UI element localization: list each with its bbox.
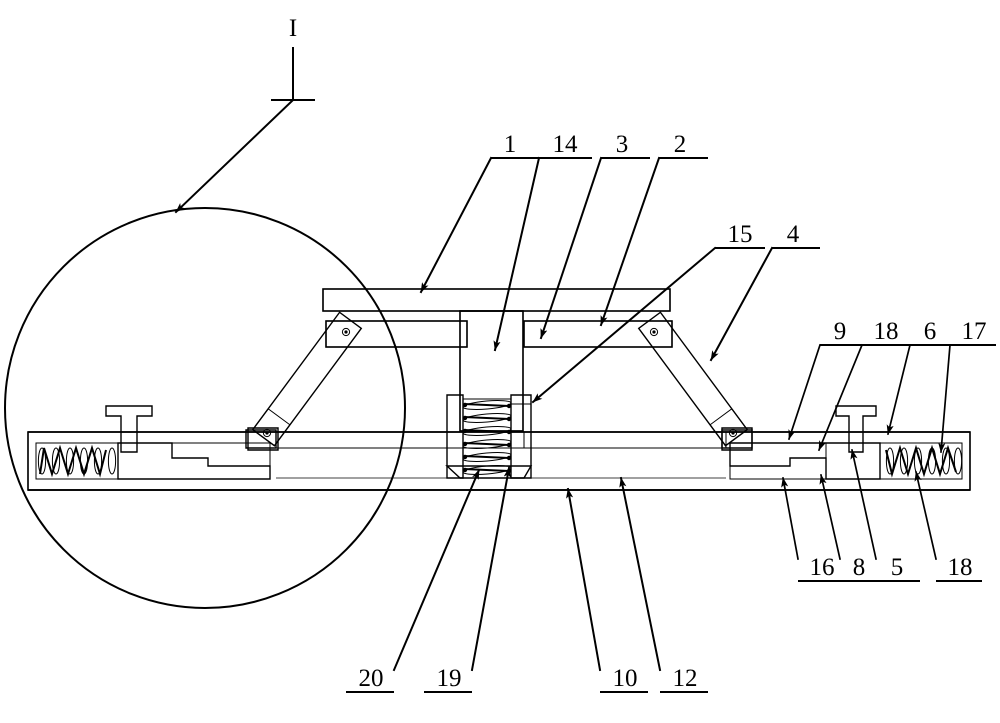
leader-19[interactable] bbox=[470, 466, 511, 672]
leader-1[interactable] bbox=[419, 156, 493, 294]
left-spring-18 bbox=[37, 444, 117, 478]
left-t-pin-8 bbox=[105, 405, 153, 453]
label-19: 19 bbox=[437, 665, 462, 692]
leader-14[interactable] bbox=[493, 156, 541, 352]
label-20: 20 bbox=[359, 665, 384, 692]
right-channel-outline bbox=[729, 442, 963, 480]
right-slider-step-void bbox=[729, 442, 827, 467]
base-plate-assembly bbox=[27, 431, 971, 491]
leader-I bbox=[174, 98, 295, 214]
brace-right-lower-pad bbox=[721, 427, 753, 451]
base-bay-right bbox=[523, 431, 727, 449]
label-1: 1 bbox=[504, 131, 517, 158]
leader-12[interactable] bbox=[619, 476, 662, 672]
left-slider-step-void bbox=[171, 442, 271, 467]
label-12: 12 bbox=[673, 665, 698, 692]
leader-6[interactable] bbox=[886, 343, 912, 436]
label-17: 17 bbox=[962, 318, 987, 345]
label-4: 4 bbox=[787, 221, 800, 248]
top-plate-body bbox=[322, 288, 671, 312]
leader-8[interactable] bbox=[819, 473, 842, 561]
leader-16[interactable] bbox=[781, 477, 799, 560]
base-plate-body bbox=[27, 431, 971, 491]
label-16: 16 bbox=[810, 554, 835, 581]
brace-left-lower-pivot bbox=[262, 428, 272, 438]
label-3: 3 bbox=[616, 131, 629, 158]
leader-17[interactable] bbox=[938, 344, 951, 453]
brace-right-upper-pivot bbox=[649, 327, 659, 337]
right-slider-group bbox=[721, 405, 963, 480]
right-spring-18 bbox=[885, 444, 963, 478]
leader-20[interactable] bbox=[392, 468, 481, 672]
detail-circle-I bbox=[4, 207, 406, 609]
brace-left-lower-pad bbox=[247, 427, 279, 451]
leader-5[interactable] bbox=[850, 448, 878, 561]
label-I: I bbox=[289, 15, 297, 42]
center-column-body bbox=[459, 310, 524, 432]
upper-arm-left-body bbox=[325, 320, 468, 348]
label-18: 18 bbox=[874, 318, 899, 345]
base-plate-outline bbox=[27, 431, 971, 491]
center-spring-19 bbox=[462, 399, 512, 476]
right-t-pin-8 bbox=[835, 405, 877, 453]
label-14: 14 bbox=[553, 131, 579, 158]
label-15: 15 bbox=[728, 221, 753, 248]
label-18b: 18 bbox=[948, 554, 973, 581]
leader-9[interactable] bbox=[787, 343, 822, 441]
label-2: 2 bbox=[674, 131, 687, 158]
reference-number-labels: I 1 14 3 2 15 4 9 18 6 17 16 8 5 18 20 bbox=[289, 15, 996, 693]
brace-right-lower-pivot bbox=[728, 428, 738, 438]
label-5: 5 bbox=[891, 554, 904, 581]
brace-left-upper-pivot bbox=[341, 327, 351, 337]
leader-3[interactable] bbox=[539, 156, 603, 340]
spring-housing-base bbox=[445, 465, 533, 479]
leader-lines bbox=[174, 47, 951, 672]
label-6: 6 bbox=[924, 318, 937, 345]
label-9: 9 bbox=[834, 318, 847, 345]
center-spring-housing-20 bbox=[445, 394, 533, 479]
leader-4[interactable] bbox=[709, 246, 774, 362]
leader-18b[interactable] bbox=[914, 470, 938, 561]
label-8: 8 bbox=[853, 554, 866, 581]
left-brace-seat bbox=[245, 429, 277, 449]
upper-arm-left-3 bbox=[325, 320, 468, 348]
leader-10[interactable] bbox=[566, 487, 602, 672]
center-column-14 bbox=[459, 310, 524, 432]
label-10: 10 bbox=[613, 665, 638, 692]
top-plate-1 bbox=[322, 288, 671, 312]
leader-15[interactable] bbox=[531, 246, 717, 404]
left-slider-group bbox=[35, 405, 277, 480]
leader-18[interactable] bbox=[817, 343, 864, 452]
spring-seat-15 bbox=[510, 394, 532, 405]
leader-2[interactable] bbox=[599, 156, 661, 327]
spring-chamber bbox=[462, 398, 512, 479]
